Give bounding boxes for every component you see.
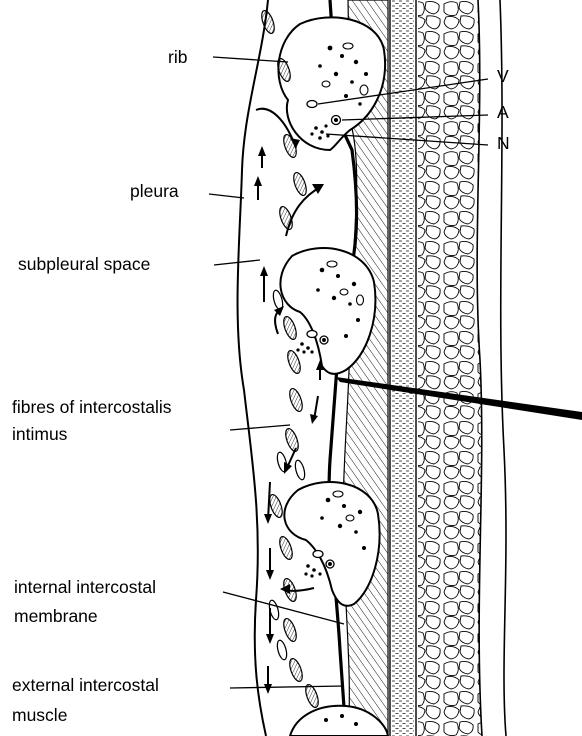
rib-lower xyxy=(284,482,379,606)
pleura-line xyxy=(238,0,268,736)
dashed-layer xyxy=(392,0,414,736)
label-artery: A xyxy=(497,102,509,123)
cellular-layer xyxy=(418,0,482,736)
label-fibres-line2: intimus xyxy=(12,424,67,445)
label-vein: V xyxy=(497,66,509,87)
label-pleura: pleura xyxy=(130,181,179,202)
label-internal-membrane-line2: membrane xyxy=(14,606,98,627)
label-external-muscle-line1: external intercostal xyxy=(12,675,159,696)
label-rib: rib xyxy=(168,47,187,68)
label-external-muscle-line2: muscle xyxy=(12,705,67,726)
label-internal-membrane-line1: internal intercostal xyxy=(14,577,156,598)
label-fibres-line1: fibres of intercostalis xyxy=(12,397,172,418)
label-subpleural-space: subpleural space xyxy=(18,254,150,275)
label-nerve: N xyxy=(497,133,510,154)
